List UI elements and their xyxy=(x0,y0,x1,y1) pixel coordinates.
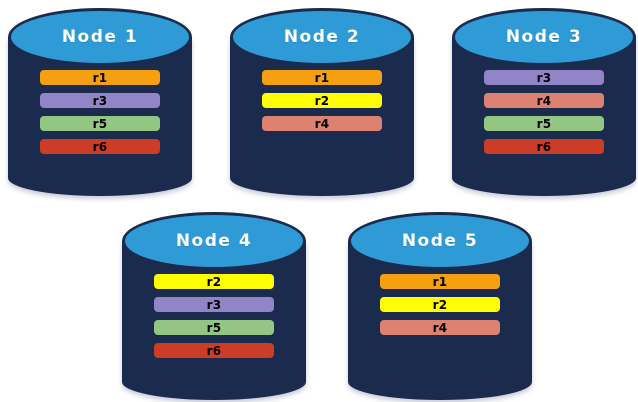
replica-list: r2 r3 r5 r6 xyxy=(154,274,274,358)
node-cylinder-top: Node 3 xyxy=(452,8,636,66)
replica-bar-r1[interactable]: r1 xyxy=(380,274,500,289)
replica-bar-r3[interactable]: r3 xyxy=(484,70,604,85)
database-node-5[interactable]: Node 5 r1 r2 r4 xyxy=(348,212,532,400)
replica-label: r2 xyxy=(432,297,448,312)
replica-label: r6 xyxy=(206,343,222,358)
replica-bar-r2[interactable]: r2 xyxy=(380,297,500,312)
replica-list: r1 r3 r5 r6 xyxy=(40,70,160,154)
node-title: Node 2 xyxy=(283,26,361,47)
replica-label: r1 xyxy=(314,70,330,85)
replica-label: r2 xyxy=(314,93,330,108)
replica-bar-r4[interactable]: r4 xyxy=(380,320,500,335)
node-title: Node 4 xyxy=(175,230,253,251)
replica-label: r1 xyxy=(432,274,448,289)
replica-bar-r4[interactable]: r4 xyxy=(262,116,382,131)
replica-label: r1 xyxy=(92,70,108,85)
node-cylinder-top: Node 1 xyxy=(8,8,192,66)
replica-bar-r2[interactable]: r2 xyxy=(262,93,382,108)
replica-bar-r2[interactable]: r2 xyxy=(154,274,274,289)
replica-label: r6 xyxy=(536,139,552,154)
replica-label: r5 xyxy=(92,116,108,131)
replica-label: r4 xyxy=(314,116,330,131)
replica-label: r5 xyxy=(206,320,222,335)
replica-label: r5 xyxy=(536,116,552,131)
node-cylinder-top: Node 2 xyxy=(230,8,414,66)
replica-label: r2 xyxy=(206,274,222,289)
replica-list: r3 r4 r5 r6 xyxy=(484,70,604,154)
replica-bar-r1[interactable]: r1 xyxy=(262,70,382,85)
node-cylinder-top: Node 5 xyxy=(348,212,532,270)
replica-label: r4 xyxy=(536,93,552,108)
database-node-1[interactable]: Node 1 r1 r3 r5 r6 xyxy=(8,8,192,196)
replica-label: r3 xyxy=(206,297,222,312)
node-title: Node 3 xyxy=(505,26,583,47)
replica-label: r4 xyxy=(432,320,448,335)
node-cylinder-top: Node 4 xyxy=(122,212,306,270)
replica-label: r3 xyxy=(92,93,108,108)
database-node-3[interactable]: Node 3 r3 r4 r5 r6 xyxy=(452,8,636,196)
replica-bar-r6[interactable]: r6 xyxy=(40,139,160,154)
replica-bar-r1[interactable]: r1 xyxy=(40,70,160,85)
replica-bar-r3[interactable]: r3 xyxy=(40,93,160,108)
replica-list: r1 r2 r4 xyxy=(380,274,500,335)
replica-list: r1 r2 r4 xyxy=(262,70,382,131)
database-node-4[interactable]: Node 4 r2 r3 r5 r6 xyxy=(122,212,306,400)
replica-label: r3 xyxy=(536,70,552,85)
node-title: Node 1 xyxy=(61,26,139,47)
replica-bar-r5[interactable]: r5 xyxy=(40,116,160,131)
replica-bar-r5[interactable]: r5 xyxy=(154,320,274,335)
replica-bar-r4[interactable]: r4 xyxy=(484,93,604,108)
replica-bar-r3[interactable]: r3 xyxy=(154,297,274,312)
database-node-2[interactable]: Node 2 r1 r2 r4 xyxy=(230,8,414,196)
replica-label: r6 xyxy=(92,139,108,154)
node-title: Node 5 xyxy=(401,230,479,251)
replica-bar-r5[interactable]: r5 xyxy=(484,116,604,131)
replica-bar-r6[interactable]: r6 xyxy=(484,139,604,154)
replica-bar-r6[interactable]: r6 xyxy=(154,343,274,358)
